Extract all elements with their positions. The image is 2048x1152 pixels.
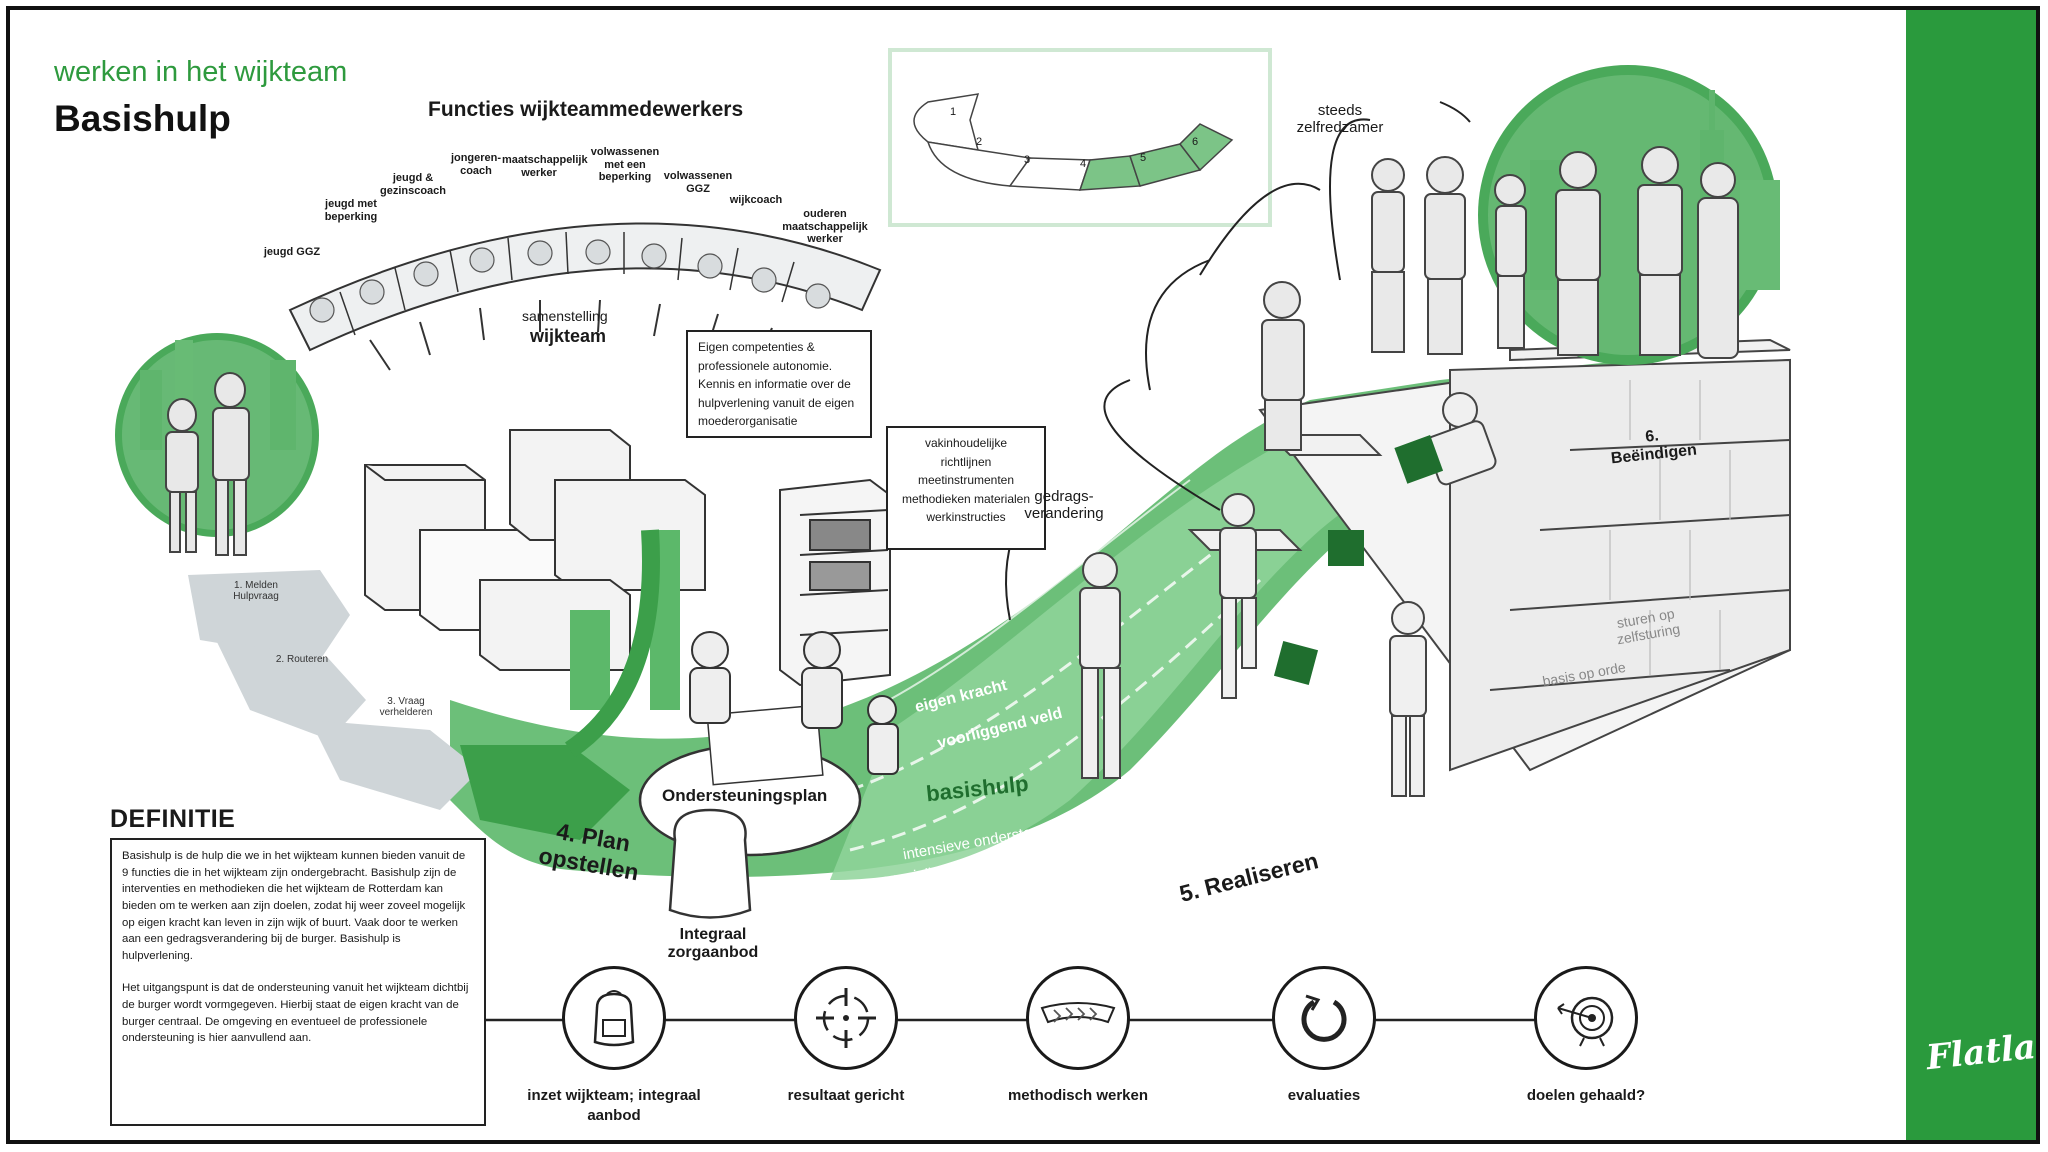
dartboard-icon <box>1557 996 1614 1047</box>
timeline-label-3: methodisch werken <box>1007 1087 1149 1104</box>
road-lane-stripe3 <box>869 479 1191 711</box>
cycle-arrow-icon <box>1301 994 1347 1042</box>
scene-illustration <box>115 48 1791 1022</box>
step1-arrow <box>188 570 350 660</box>
timeline-item-3 <box>1026 966 1130 1070</box>
gedrag-label: gedrags- verandering <box>1024 488 1104 522</box>
phase-4: 4 <box>1080 158 1087 170</box>
phase-indicator-box <box>888 48 1272 227</box>
road-lane-stripe2 <box>849 578 1262 852</box>
phase-2: 2 <box>976 136 983 148</box>
phase-1: 1 <box>950 106 957 118</box>
timeline-item-1 <box>562 966 666 1070</box>
function-label-1: jeugd GGZ <box>263 246 321 258</box>
definition-paragraph-1: Basishulp is de hulp die we in het wijkt… <box>122 850 466 962</box>
backpack-icon <box>593 990 635 1047</box>
timeline-item-4 <box>1272 966 1376 1070</box>
staircase <box>1187 338 1791 772</box>
flatland-logo: Flatland <box>1924 1021 2040 1079</box>
function-label-4: jongeren- coach <box>450 152 502 177</box>
function-label-3: jeugd & gezinscoach <box>379 172 447 197</box>
timeline-label-2: resultaat gericht <box>787 1087 905 1104</box>
step2-arrow <box>216 640 366 740</box>
integraal-label: Integraal zorgaanbod <box>667 926 759 961</box>
function-label-7: volwassenen GGZ <box>663 170 733 195</box>
definition-paragraph-2: Het uitgangspunt is dat de ondersteuning… <box>122 982 469 1045</box>
step-3-label: 3. Vraag verhelderen <box>379 696 433 718</box>
step4-arrow <box>460 745 630 840</box>
phase-3: 3 <box>1024 154 1031 166</box>
target-crosshair-icon <box>816 988 876 1048</box>
step-1-label: 1. Melden Hulpvraag <box>233 580 279 602</box>
zelfredzamer-label: steeds zelfredzamer <box>1296 102 1384 136</box>
infographic-frame: werken in het wijkteam Basishulp Functie… <box>6 6 2040 1144</box>
brand-sidebar: Flatland <box>1906 10 2040 1140</box>
guidelines-callout: vakinhoudelijke richtlijnen meetinstrume… <box>886 426 1046 550</box>
timeline-label-4: evaluaties <box>1287 1087 1361 1104</box>
plan-label: Ondersteuningsplan <box>662 786 828 805</box>
step-2-label: 2. Routeren <box>275 654 329 665</box>
subtitle: werken in het wijkteam <box>54 56 348 88</box>
definition-box: Basishulp is de hulp die we in het wijkt… <box>110 838 486 1126</box>
backpack-drawing <box>668 808 752 919</box>
page-title: Basishulp <box>54 98 231 139</box>
chevron-arrows-icon <box>1040 1002 1116 1024</box>
bookcase <box>779 478 891 687</box>
competencies-callout: Eigen competenties & professionele auton… <box>686 330 872 438</box>
timeline-item-5 <box>1534 966 1638 1070</box>
team-label-big: wijkteam <box>530 326 607 346</box>
step3-arrow <box>310 720 480 810</box>
function-label-6: volwassenen met een beperking <box>590 146 660 184</box>
timeline-label-5: doelen gehaald? <box>1526 1087 1646 1104</box>
phase-5: 5 <box>1140 152 1147 164</box>
function-label-5: maatschappelijk werker <box>502 154 588 179</box>
functions-title: Functies wijkteammedewerkers <box>428 98 744 121</box>
timeline-label-1: inzet wijkteam; integraal aanbod <box>527 1087 701 1124</box>
functions-arc <box>288 222 882 352</box>
road-lane-light <box>830 390 1570 880</box>
road-lane-stripe1 <box>849 538 1231 792</box>
phase-6: 6 <box>1192 136 1199 148</box>
function-label-9: ouderen maatschappelijk werker <box>782 208 868 246</box>
team-green-arrow1 <box>570 610 610 710</box>
team-label-small: samenstelling <box>522 308 608 324</box>
definition-title: DEFINITIE <box>110 805 236 833</box>
function-label-8: wijkcoach <box>729 194 783 206</box>
timeline-item-2 <box>794 966 898 1070</box>
function-label-2: jeugd met beperking <box>324 198 378 223</box>
